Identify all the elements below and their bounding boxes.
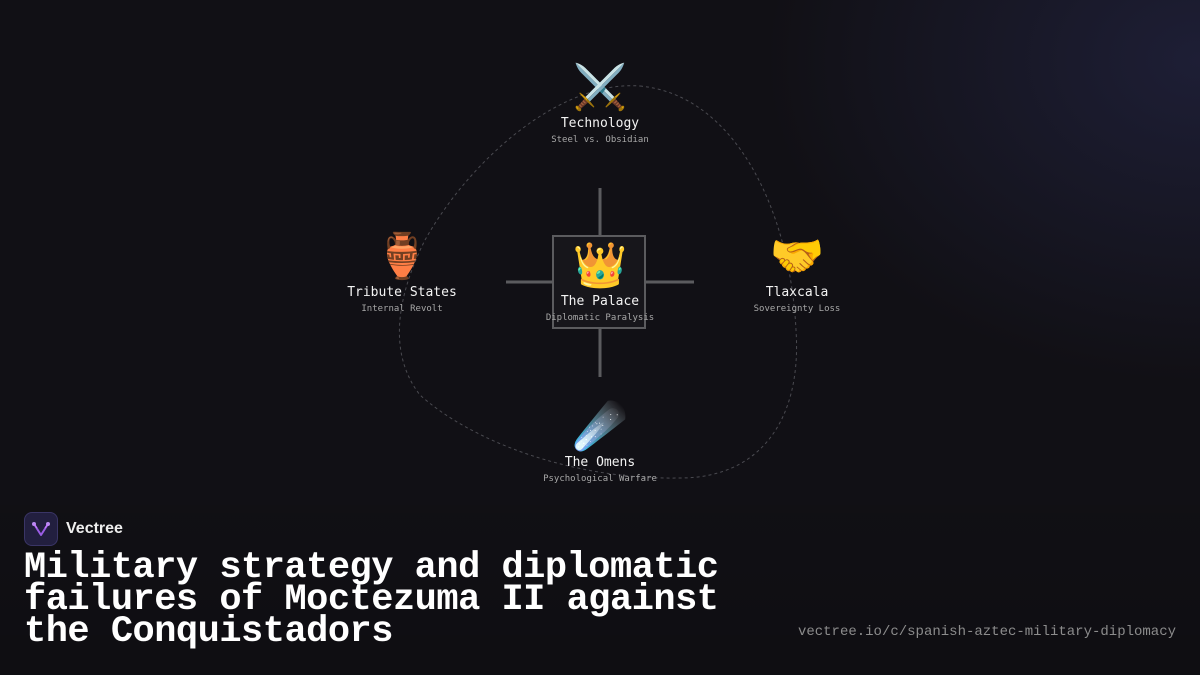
center-node-label: The Palace [560, 294, 640, 309]
brand-name: Vectree [66, 520, 123, 537]
node-tribute-states[interactable]: 🏺 Tribute States Internal Revolt [302, 231, 502, 315]
brand[interactable]: Vectree [24, 512, 123, 546]
node-tlaxcala-label: Tlaxcala [765, 285, 829, 300]
node-tlaxcala-sublabel: Sovereignty Loss [753, 304, 841, 314]
crossed-swords-icon: ⚔️ [572, 62, 628, 113]
page-title: Military strategy and diplomatic failure… [24, 547, 719, 653]
node-tlaxcala[interactable]: 🤝 Tlaxcala Sovereignty Loss [697, 231, 897, 315]
center-node-sublabel: Diplomatic Paralysis [545, 313, 655, 323]
node-technology-label: Technology [560, 116, 640, 131]
node-tribute-states-sublabel: Internal Revolt [361, 304, 443, 314]
node-the-omens-sublabel: Psychological Warfare [543, 474, 657, 484]
handshake-icon: 🤝 [769, 231, 825, 282]
center-node[interactable]: 👑 The Palace Diplomatic Paralysis [500, 240, 700, 324]
source-url[interactable]: vectree.io/c/spanish-aztec-military-dipl… [797, 624, 1176, 640]
node-technology[interactable]: ⚔️ Technology Steel vs. Obsidian [500, 62, 700, 146]
amphora-icon: 🏺 [374, 231, 430, 282]
node-the-omens-label: The Omens [564, 455, 636, 470]
crown-icon: 👑 [572, 240, 628, 291]
vectree-logo-icon [24, 512, 58, 546]
center-node-box [552, 235, 646, 329]
comet-icon: ☄️ [572, 401, 628, 452]
node-the-omens[interactable]: ☄️ The Omens Psychological Warfare [500, 401, 700, 485]
node-tribute-states-label: Tribute States [347, 285, 457, 300]
node-technology-sublabel: Steel vs. Obsidian [551, 135, 649, 145]
